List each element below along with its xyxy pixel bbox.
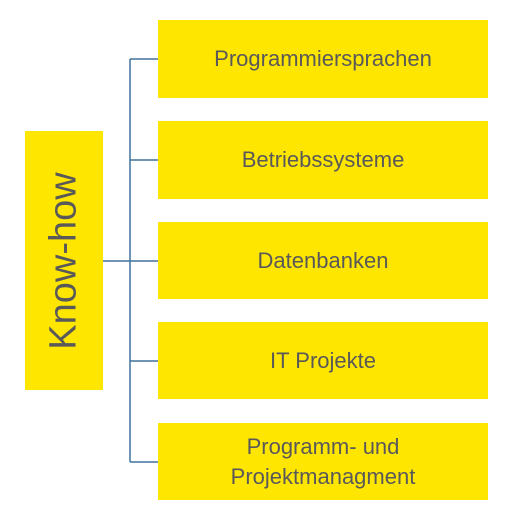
child-node-label: Programm- und Projektmanagment (230, 433, 416, 489)
child-node-label: Betriebssysteme (241, 147, 405, 172)
child-node-label: Datenbanken (257, 247, 389, 273)
root-node: Know-how (25, 131, 103, 390)
child-node-programmiersprachen: Programmiersprachen (158, 20, 488, 98)
root-node-label: Know-how (42, 171, 85, 350)
child-node-label: IT Projekte (270, 347, 376, 373)
child-node-betriebssysteme: Betriebssysteme (158, 121, 488, 199)
child-node-it-projekte: IT Projekte (158, 322, 488, 399)
child-node-projektmanagment: Programm- und Projektmanagment (158, 423, 488, 500)
child-node-datenbanken: Datenbanken (158, 222, 488, 299)
child-node-label: Programmiersprachen (214, 46, 432, 71)
